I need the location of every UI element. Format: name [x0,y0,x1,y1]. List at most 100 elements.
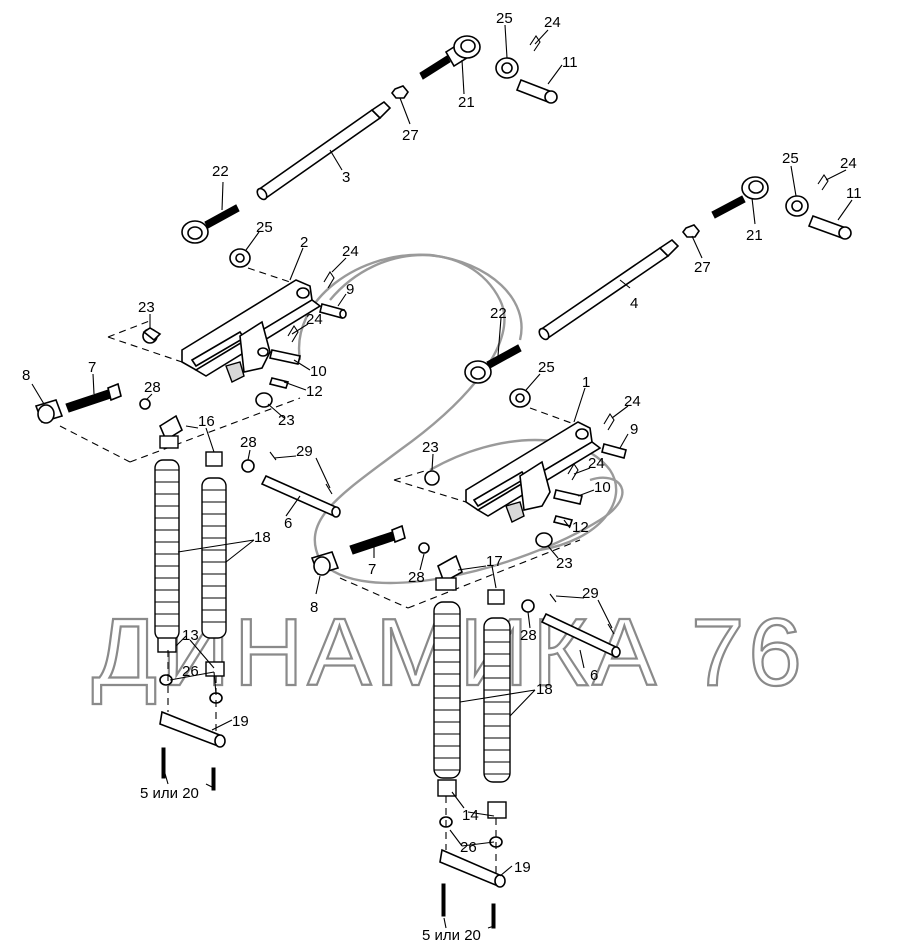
rod-4 [538,238,680,341]
callout-9: 9 [346,281,354,298]
callout-26: 26 [182,663,199,680]
washer-28-c [418,542,430,554]
callout-12: 12 [306,383,323,400]
cotter-pin-24-right [817,174,829,191]
dash-line [129,397,301,463]
callout-labels: 25 24 11 21 27 3 22 25 2 24 9 24 10 12 2… [22,10,862,944]
cotter-pin-24-f [567,462,579,481]
bracket-1 [465,421,602,523]
callout-5-or-20: 5 или 20 [140,785,199,802]
cotter-pin-24-top [529,35,541,52]
callout-25: 25 [256,219,273,236]
pin-10-left [269,349,301,365]
bolt-5-left [161,747,216,791]
dash-line [407,539,581,609]
cotter-pin-24-c [287,324,299,343]
callout-28: 28 [240,434,257,451]
rod-end-22-left [181,204,240,244]
callout-24: 24 [624,393,641,410]
ball-25-top [495,57,519,79]
callout-29: 29 [582,585,599,602]
callout-25: 25 [538,359,555,376]
dash-line [393,479,467,503]
callout-10: 10 [594,479,611,496]
callout-6: 6 [590,667,598,684]
washer-28-d [521,599,535,613]
spring-assembly-right [433,554,511,819]
bushing-23-c [424,470,440,486]
callout-7: 7 [368,561,376,578]
pin-11-top [515,78,558,104]
dash-line [247,267,291,283]
callout-24: 24 [588,455,605,472]
callout-19: 19 [514,859,531,876]
callout-22: 22 [212,163,229,180]
callout-3: 3 [342,169,350,186]
callout-27: 27 [402,127,419,144]
leader-lines [31,24,853,929]
rod-end-21-top [419,35,481,80]
callout-23: 23 [278,412,295,429]
bracket-19-left [159,710,226,748]
callout-18: 18 [536,681,553,698]
ball-25-left [229,248,251,268]
callout-12: 12 [572,519,589,536]
rod-3 [256,100,392,201]
rod-end-22-right [464,344,522,384]
callout-14: 14 [462,807,479,824]
dash-line [529,407,575,425]
callout-24: 24 [544,14,561,31]
callout-2: 2 [300,234,308,251]
callout-27: 27 [694,259,711,276]
screw-7-right [349,524,406,555]
callout-29: 29 [296,443,313,460]
pin-9-left [319,303,347,319]
dash-line [339,577,409,609]
callout-25: 25 [782,150,799,167]
callout-17: 17 [486,553,503,570]
dash-line [393,469,429,481]
callout-19: 19 [232,713,249,730]
callout-7: 7 [88,359,96,376]
pin-10-right [553,489,583,505]
callout-23: 23 [422,439,439,456]
spring-assembly-left [154,414,227,677]
dash-line [107,319,153,338]
callout-22: 22 [490,305,507,322]
callout-28: 28 [144,379,161,396]
ball-25-right-b [509,388,531,408]
nut-8-left [34,399,64,424]
callout-28: 28 [520,627,537,644]
callout-18: 18 [254,529,271,546]
pin-12-right [552,515,574,527]
callout-13: 13 [182,627,199,644]
rod-end-21-right [711,176,769,219]
callout-28: 28 [408,569,425,586]
callout-10: 10 [310,363,327,380]
callout-8: 8 [310,599,318,616]
callout-4: 4 [630,295,638,312]
pin-6-right [540,612,621,658]
callout-11: 11 [562,54,578,71]
nut-8-right [310,551,340,576]
nut-27-top [390,85,409,99]
callout-25: 25 [496,10,513,27]
callout-21: 21 [746,227,763,244]
pin-12-left [268,377,290,389]
pin-9-right [601,443,627,459]
bracket-2 [181,279,322,383]
bushing-23-a [142,327,162,344]
callout-1: 1 [582,374,590,391]
pin-11-right [807,214,852,240]
callout-5-or-20: 5 или 20 [422,927,481,944]
callout-26: 26 [460,839,477,856]
callout-23: 23 [556,555,573,572]
screw-7-left [65,382,122,413]
cotter-pin-24-e [603,412,615,431]
dash-line [107,336,183,363]
callout-23: 23 [138,299,155,316]
washer-28-b [241,459,255,473]
callout-11: 11 [846,185,862,202]
cotter-pin-24-b [323,270,335,289]
